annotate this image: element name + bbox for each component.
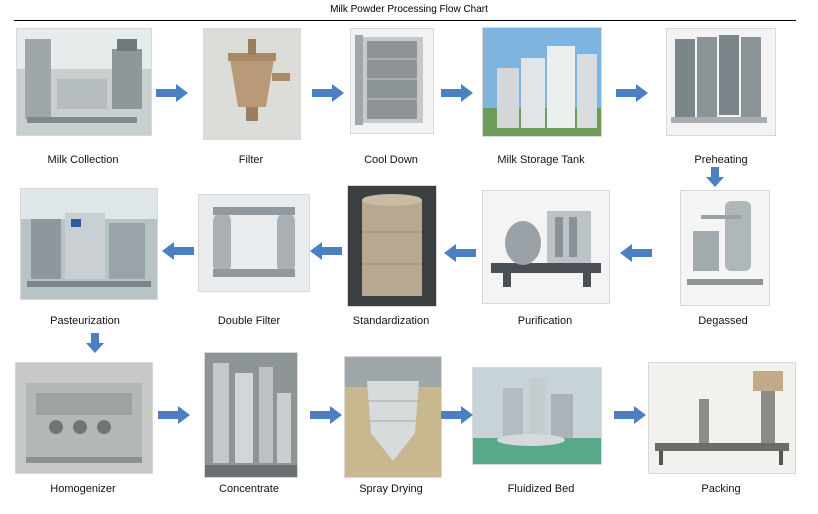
left-arrow-icon	[620, 244, 652, 262]
filter-photo	[203, 28, 301, 140]
step-label: Concentrate	[219, 483, 279, 495]
down-arrow-icon	[86, 333, 104, 353]
left-arrow-icon	[310, 242, 342, 260]
step-label: Spray Drying	[359, 483, 423, 495]
right-arrow-icon	[441, 406, 473, 424]
plate-heat-exchanger-photo	[666, 28, 776, 136]
step-label: Fluidized Bed	[507, 483, 575, 495]
right-arrow-icon	[312, 84, 344, 102]
homogenizer-photo	[15, 362, 153, 474]
left-arrow-icon	[444, 244, 476, 262]
right-arrow-icon	[310, 406, 342, 424]
step-label: Purification	[517, 315, 573, 327]
down-arrow-icon	[706, 167, 724, 187]
step-label: Degassed	[698, 315, 748, 327]
step-label: Pasteurization	[50, 315, 120, 327]
separator-photo	[482, 190, 610, 304]
pasteurizer-photo	[20, 188, 158, 300]
step-label: Milk Collection	[47, 154, 119, 166]
double-filter-photo	[198, 194, 310, 292]
step-label: Preheating	[694, 154, 748, 166]
standardization-tank-photo	[347, 185, 437, 307]
title-rule	[14, 20, 796, 21]
left-arrow-icon	[162, 242, 194, 260]
spray-dryer-photo	[344, 356, 442, 478]
chart-title: Milk Powder Processing Flow Chart	[330, 4, 488, 15]
right-arrow-icon	[616, 84, 648, 102]
fluidized-bed-photo	[472, 367, 602, 465]
degassing-unit-photo	[680, 190, 770, 306]
packing-machine-photo	[648, 362, 796, 474]
step-label: Cool Down	[364, 154, 418, 166]
evaporator-photo	[204, 352, 298, 478]
right-arrow-icon	[441, 84, 473, 102]
storage-tank-photo	[482, 27, 602, 137]
step-label: Milk Storage Tank	[497, 154, 585, 166]
step-label: Packing	[701, 483, 741, 495]
step-label: Filter	[238, 154, 264, 166]
plate-cooler-photo	[350, 28, 434, 134]
step-label: Standardization	[352, 315, 430, 327]
right-arrow-icon	[156, 84, 188, 102]
step-label: Double Filter	[217, 315, 281, 327]
step-label: Homogenizer	[50, 483, 116, 495]
right-arrow-icon	[158, 406, 190, 424]
milk-collection-photo	[16, 28, 152, 136]
right-arrow-icon	[614, 406, 646, 424]
